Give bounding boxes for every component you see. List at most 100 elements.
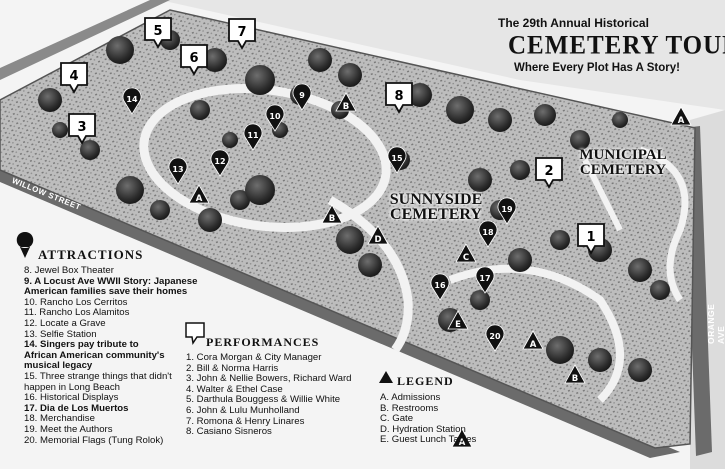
performance-marker-label: 2 (544, 164, 553, 179)
performance-marker-label: 6 (189, 51, 198, 66)
legend-point-label: A (678, 116, 685, 126)
attraction-marker[interactable]: 19 (497, 197, 517, 225)
performance-marker[interactable]: 4 (60, 62, 88, 94)
attraction-marker-label: 20 (489, 332, 501, 341)
legend-point-marker[interactable]: A (670, 106, 692, 126)
triangle-marker-icon (522, 330, 544, 350)
performance-marker[interactable]: 7 (228, 18, 256, 50)
attraction-marker-label: 9 (299, 91, 305, 100)
east-road-path (582, 158, 623, 232)
tree (198, 208, 222, 232)
attraction-item: 20. Memorial Flags (Tung Rolok) (24, 434, 164, 446)
performance-item: 4. Walter & Ethel Case (186, 383, 283, 395)
attraction-item: 11. Rancho Los Alamitos (24, 307, 130, 319)
performance-marker-label: 5 (153, 24, 162, 39)
municipal-line1: MUNICIPAL (579, 147, 667, 163)
attraction-marker[interactable]: 11 (243, 123, 263, 151)
callout-box-icon (228, 18, 256, 50)
legend-point-marker[interactable]: B (335, 92, 357, 112)
callout-box-icon (180, 44, 208, 76)
attraction-marker-label: 16 (434, 281, 446, 290)
attraction-item: 15. Three strange things that didn't (24, 370, 172, 382)
attraction-marker[interactable]: 15 (387, 146, 407, 174)
attraction-item: musical legacy (24, 360, 93, 372)
performance-marker-label: 7 (237, 25, 246, 40)
attraction-marker[interactable]: 9 (292, 83, 312, 111)
tree (534, 104, 556, 126)
legend-point-label: B (572, 374, 578, 384)
performance-marker[interactable]: 3 (68, 113, 96, 145)
sunnyside-line1: SUNNYSIDE (389, 191, 483, 208)
performance-item: 6. John & Lulu Munholland (186, 404, 300, 416)
performance-item: 5. Darthula Bouggess & Willie White (186, 394, 341, 406)
attraction-marker[interactable]: 16 (430, 273, 450, 301)
tree (470, 290, 490, 310)
tree (446, 96, 474, 124)
tree (222, 132, 238, 148)
tree (468, 168, 492, 192)
performance-item: 3. John & Nellie Bowers, Richard Ward (186, 373, 352, 385)
attraction-marker[interactable]: 13 (168, 157, 188, 185)
legend-point-marker[interactable]: A (451, 428, 473, 448)
tree (628, 258, 652, 282)
tree (336, 226, 364, 254)
legend-point-marker[interactable]: E (447, 310, 469, 330)
tree (245, 175, 275, 205)
performance-item: 1. Cora Morgan & City Manager (186, 352, 322, 363)
callout-box-icon (68, 113, 96, 145)
legend-point-marker[interactable]: B (321, 204, 343, 224)
attraction-marker[interactable]: 18 (478, 220, 498, 248)
east-curve-path (448, 264, 624, 403)
top-neighborhood (0, 0, 725, 110)
performance-marker-label: 3 (77, 120, 86, 135)
attraction-item: 19. Meet the Authors (24, 423, 113, 435)
map-markers: 1234567891011121314151617181920AAAABBBCD… (60, 17, 692, 448)
legend-point-label: C (463, 253, 469, 263)
map-pin-icon (168, 157, 188, 185)
legend-point-marker[interactable]: D (367, 225, 389, 245)
performance-marker-label: 1 (586, 230, 595, 245)
legend-point-label: B (329, 214, 335, 224)
attraction-marker-label: 11 (247, 131, 259, 140)
legend-point-label: D (374, 235, 381, 245)
municipal-line2: CEMETERY (579, 162, 667, 178)
tree (508, 248, 532, 272)
sunnyside-cemetery-label: SUNNYSIDE CEMETERY (386, 191, 486, 223)
tour-main-title: CEMETERY TOUR (508, 31, 725, 60)
triangle-marker-icon (321, 204, 343, 224)
callout-box-icon (60, 62, 88, 94)
legend-point-marker[interactable]: A (188, 184, 210, 204)
attraction-marker[interactable]: 12 (210, 149, 230, 177)
map-pin-icon (497, 197, 517, 225)
top-street-road (0, 0, 170, 80)
legend-triangle-icon (379, 371, 393, 383)
legend-point-marker[interactable]: C (455, 243, 477, 263)
performance-marker[interactable]: 1 (577, 223, 605, 255)
attraction-marker-label: 10 (269, 112, 281, 121)
map-pin-icon (122, 87, 142, 115)
tree (150, 200, 170, 220)
tree (230, 190, 250, 210)
attraction-marker[interactable]: 14 (122, 87, 142, 115)
attraction-item: American families save their homes (24, 286, 188, 298)
tree (546, 336, 574, 364)
attraction-item: 9. A Locust Ave WWII Story: Japanese (24, 275, 198, 287)
performance-marker[interactable]: 6 (180, 44, 208, 76)
tree (38, 88, 62, 112)
sunnyside-line2: CEMETERY (390, 206, 482, 223)
map-pin-icon (265, 104, 285, 132)
tree (358, 253, 382, 277)
municipal-cemetery-label: MUNICIPAL CEMETERY (573, 148, 673, 178)
attraction-marker[interactable]: 10 (265, 104, 285, 132)
legend-item: D. Hydration Station (380, 423, 466, 435)
attraction-marker[interactable]: 20 (485, 324, 505, 352)
legend-item: A. Admissions (380, 392, 441, 403)
legend-point-marker[interactable]: B (564, 364, 586, 384)
performance-marker[interactable]: 5 (144, 17, 172, 49)
performance-marker[interactable]: 8 (385, 82, 413, 114)
legend-point-marker[interactable]: A (522, 330, 544, 350)
attraction-marker[interactable]: 17 (475, 266, 495, 294)
performance-marker[interactable]: 2 (535, 157, 563, 189)
legend-point-label: A (196, 194, 203, 204)
